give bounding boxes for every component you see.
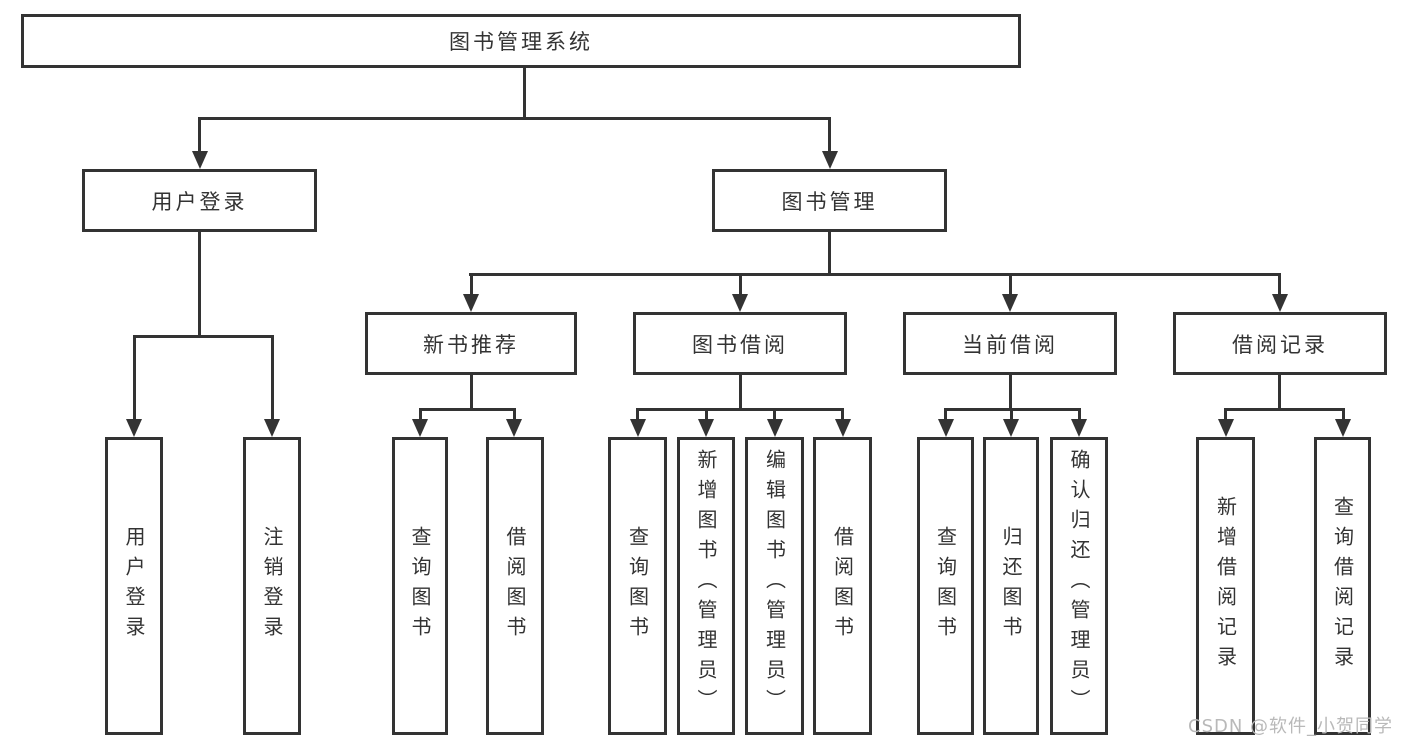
- node-book-management-label: 图书管理: [781, 189, 878, 214]
- node-book-management: 图书管理: [712, 169, 947, 232]
- arrow-down-icon: [1003, 419, 1019, 437]
- arrow-down-icon: [1071, 419, 1087, 437]
- leaf-query-books-borrowing-label: 查询图书: [625, 526, 650, 646]
- connector-root-drop-left: [198, 117, 201, 153]
- connector-root-drop-right: [828, 117, 831, 153]
- connector-drop-leaf: [773, 408, 776, 421]
- leaf-return-book: 归还图书: [983, 437, 1039, 735]
- connector-book-mgmt-hbar: [469, 273, 1280, 276]
- connector-drop-leaf: [419, 408, 422, 421]
- leaf-add-book-admin: 新增图书（管理员）: [677, 437, 735, 735]
- leaf-edit-book-admin: 编辑图书（管理员）: [745, 437, 804, 735]
- leaf-return-book-label: 归还图书: [999, 526, 1023, 646]
- leaf-borrow-books-recommend: 借阅图书: [486, 437, 544, 735]
- leaf-edit-book-admin-label: 编辑图书（管理员）: [762, 449, 787, 719]
- connector-book-mgmt-stem: [828, 232, 831, 276]
- connector-drop-leaf: [705, 408, 708, 421]
- leaf-confirm-return-admin-label: 确认归还（管理员）: [1067, 449, 1091, 719]
- node-new-book-recommend: 新书推荐: [365, 312, 577, 375]
- arrow-down-icon: [1218, 419, 1234, 437]
- connector-drop-borrow-records: [1278, 273, 1281, 297]
- leaf-borrow-books-borrowing-label: 借阅图书: [830, 526, 855, 646]
- connector-root-stem: [523, 68, 526, 120]
- leaf-query-books-recommend-label: 查询图书: [408, 526, 432, 646]
- node-book-borrowing-label: 图书借阅: [692, 332, 788, 357]
- connector-user-login-stem: [198, 232, 201, 338]
- leaf-borrow-books-recommend-label: 借阅图书: [503, 526, 527, 646]
- connector-drop-leaf: [1078, 408, 1081, 421]
- connector-drop-leaf: [636, 408, 639, 421]
- leaf-query-books-borrowing: 查询图书: [608, 437, 667, 735]
- connector-book-borrow-hbar: [636, 408, 843, 411]
- connector-drop-current-borrow: [1009, 273, 1012, 297]
- node-current-borrowing: 当前借阅: [903, 312, 1117, 375]
- connector-drop-new-book: [470, 273, 473, 297]
- arrow-down-icon: [192, 151, 208, 169]
- node-user-login-label: 用户登录: [151, 189, 248, 214]
- arrow-down-icon: [1002, 294, 1018, 312]
- connector-drop-leaf: [1224, 408, 1227, 421]
- leaf-query-books-current: 查询图书: [917, 437, 974, 735]
- arrow-down-icon: [767, 419, 783, 437]
- leaf-borrow-books-borrowing: 借阅图书: [813, 437, 872, 735]
- connector-root-hbar: [198, 117, 831, 120]
- leaf-query-borrow-record: 查询借阅记录: [1314, 437, 1371, 735]
- node-borrow-records-label: 借阅记录: [1232, 332, 1328, 357]
- leaf-query-borrow-record-label: 查询借阅记录: [1330, 496, 1355, 676]
- node-user-login: 用户登录: [82, 169, 317, 232]
- arrow-down-icon: [412, 419, 428, 437]
- leaf-logout-label: 注销登录: [260, 526, 284, 646]
- connector-current-borrow-stem: [1009, 375, 1012, 411]
- arrow-down-icon: [732, 294, 748, 312]
- connector-user-login-hbar: [133, 335, 273, 338]
- leaf-add-borrow-record: 新增借阅记录: [1196, 437, 1255, 735]
- arrow-down-icon: [938, 419, 954, 437]
- leaf-confirm-return-admin: 确认归还（管理员）: [1050, 437, 1108, 735]
- node-current-borrowing-label: 当前借阅: [962, 332, 1058, 357]
- leaf-user-login: 用户登录: [105, 437, 163, 735]
- arrow-down-icon: [463, 294, 479, 312]
- node-new-book-recommend-label: 新书推荐: [423, 332, 519, 357]
- connector-drop-leaf: [944, 408, 947, 421]
- connector-new-book-stem: [470, 375, 473, 411]
- connector-drop-logout: [271, 335, 274, 421]
- arrow-down-icon: [698, 419, 714, 437]
- leaf-add-borrow-record-label: 新增借阅记录: [1213, 496, 1238, 676]
- arrow-down-icon: [506, 419, 522, 437]
- leaf-user-login-label: 用户登录: [122, 526, 146, 646]
- arrow-down-icon: [264, 419, 280, 437]
- node-library-system: 图书管理系统: [21, 14, 1021, 68]
- connector-new-book-hbar: [419, 408, 516, 411]
- node-library-system-label: 图书管理系统: [449, 30, 593, 54]
- arrow-down-icon: [126, 419, 142, 437]
- leaf-add-book-admin-label: 新增图书（管理员）: [694, 449, 718, 719]
- connector-borrow-records-hbar: [1224, 408, 1344, 411]
- connector-borrow-records-stem: [1278, 375, 1281, 411]
- leaf-query-books-current-label: 查询图书: [933, 526, 958, 646]
- arrow-down-icon: [835, 419, 851, 437]
- connector-drop-leaf: [513, 408, 516, 421]
- connector-drop-leaf: [1342, 408, 1345, 421]
- connector-drop-leaf: [841, 408, 844, 421]
- arrow-down-icon: [1335, 419, 1351, 437]
- connector-drop-book-borrow: [739, 273, 742, 297]
- connector-book-borrow-stem: [739, 375, 742, 411]
- connector-drop-leaf: [1010, 408, 1013, 421]
- arrow-down-icon: [822, 151, 838, 169]
- leaf-logout: 注销登录: [243, 437, 301, 735]
- connector-drop-login: [133, 335, 136, 421]
- csdn-watermark: CSDN @软件_小贺同学: [1188, 716, 1394, 737]
- arrow-down-icon: [630, 419, 646, 437]
- node-book-borrowing: 图书借阅: [633, 312, 847, 375]
- node-borrow-records: 借阅记录: [1173, 312, 1387, 375]
- leaf-query-books-recommend: 查询图书: [392, 437, 448, 735]
- arrow-down-icon: [1272, 294, 1288, 312]
